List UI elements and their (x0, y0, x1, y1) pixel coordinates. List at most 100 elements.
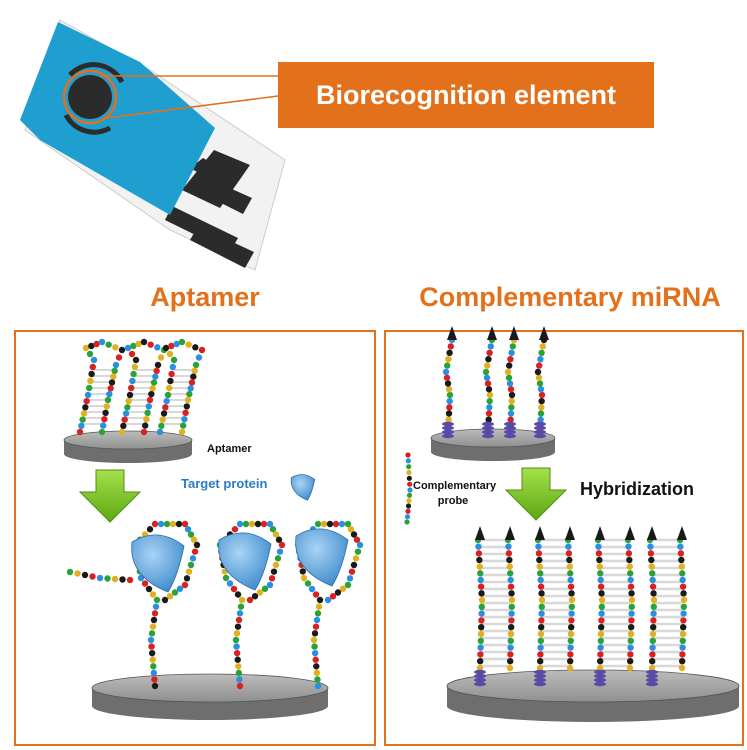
nucleotide-bead (234, 623, 242, 630)
target-protein-shape (290, 474, 316, 501)
nucleotide-bead (478, 596, 486, 604)
strand-tip (625, 526, 635, 540)
nucleotide-bead (508, 391, 516, 399)
nucleotide-bead (485, 386, 493, 393)
nucleotide-bead (185, 341, 192, 348)
callout-label: Biorecognition element (315, 80, 617, 110)
nucleotide-bead (129, 377, 136, 385)
nucleotide-bead (444, 362, 451, 369)
nucleotide-bead (187, 561, 195, 569)
nucleotide-bead (507, 576, 514, 584)
nucleotide-bead (191, 367, 198, 375)
nucleotide-bead (680, 596, 688, 604)
linker-coil (442, 429, 454, 435)
nucleotide-bead (476, 556, 483, 564)
target-protein-shape (218, 532, 272, 591)
nucleotide-bead (508, 596, 516, 604)
nucleotide-bead (187, 531, 195, 538)
nucleotide-bead (192, 344, 199, 351)
nucleotide-bead (568, 603, 575, 610)
nucleotide-bead (597, 576, 604, 584)
nucleotide-bead (276, 548, 284, 555)
nucleotide-bead (278, 541, 286, 549)
linker-coil (646, 669, 658, 675)
nucleotide-bead (180, 422, 187, 429)
aptamer-section-title: Aptamer (150, 282, 260, 312)
nucleotide-bead (477, 644, 484, 651)
electrode-body (20, 19, 286, 271)
hybridization-label: Hybridization (580, 479, 695, 499)
nucleotide-bead (567, 644, 574, 651)
strand-tip (539, 326, 549, 340)
linker-coil (594, 673, 606, 679)
nucleotide-bead (477, 570, 484, 577)
nucleotide-bead (193, 541, 201, 549)
linker-coil (474, 677, 486, 683)
nucleotide-bead (649, 630, 657, 638)
nucleotide-bead (536, 362, 543, 369)
nucleotide-bead (168, 342, 175, 350)
nucleotide-bead (344, 581, 352, 589)
arrow-down-right (504, 467, 568, 521)
nucleotide-bead (536, 380, 544, 387)
nucleotide-bead (344, 520, 352, 528)
nucleotide-bead (168, 370, 175, 378)
nucleotide-bead (679, 630, 687, 638)
nucleotide-bead (537, 576, 544, 584)
nucleotide-bead (334, 589, 342, 596)
nucleotide-bead (131, 363, 138, 371)
nucleotide-bead (477, 583, 485, 590)
nucleotide-bead (350, 531, 358, 538)
strand-tip (565, 526, 575, 540)
nucleotide-bead (406, 464, 412, 470)
nucleotide-bead (478, 624, 485, 631)
nucleotide-bead (89, 363, 97, 371)
nucleotide-bead (506, 556, 513, 564)
nucleotide-bead (236, 676, 243, 683)
nucleotide-bead (539, 343, 546, 350)
nucleotide-bead (261, 585, 269, 592)
nucleotide-bead (81, 571, 89, 579)
nucleotide-bead (231, 526, 239, 533)
nucleotide-bead (339, 585, 347, 592)
nucleotide-bead (251, 593, 259, 600)
nucleotide-bead (478, 603, 485, 610)
nucleotide-bead (233, 649, 241, 657)
nucleotide-bead (173, 340, 180, 348)
nucleotide-bead (477, 651, 484, 658)
nucleotide-bead (535, 543, 542, 550)
nucleotide-bead (598, 596, 606, 604)
linker-coil (504, 433, 516, 439)
arrow-down-left (78, 469, 142, 523)
nucleotide-bead (235, 669, 243, 677)
nucleotide-bead (324, 596, 332, 604)
nucleotide-bead (598, 590, 605, 597)
nucleotide-bead (536, 556, 543, 564)
linker-coil (482, 421, 494, 427)
nucleotide-bead (151, 520, 159, 528)
nucleotide-bead (446, 397, 453, 405)
nucleotide-bead (175, 520, 183, 528)
nucleotide-bead (122, 410, 130, 417)
nucleotide-bead (406, 469, 412, 476)
nucleotide-bead (79, 416, 86, 423)
nucleotide-bead (505, 374, 513, 381)
mirna-panel (384, 330, 744, 746)
nucleotide-bead (627, 630, 635, 638)
nucleotide-bead (185, 568, 193, 575)
nucleotide-bead (195, 354, 203, 361)
nucleotide-bead (509, 343, 516, 350)
nucleotide-bead (314, 520, 322, 528)
nucleotide-bead (151, 676, 158, 683)
nucleotide-bead (485, 410, 493, 417)
nucleotide-bead (232, 636, 240, 644)
nucleotide-bead (565, 550, 573, 557)
nucleotide-bead (76, 428, 84, 436)
nucleotide-bead (314, 676, 321, 683)
nucleotide-bead (445, 386, 453, 393)
nucleotide-bead (188, 379, 196, 386)
nucleotide-bead (567, 658, 574, 665)
nucleotide-bead (446, 404, 453, 411)
linker-coil (534, 421, 546, 427)
